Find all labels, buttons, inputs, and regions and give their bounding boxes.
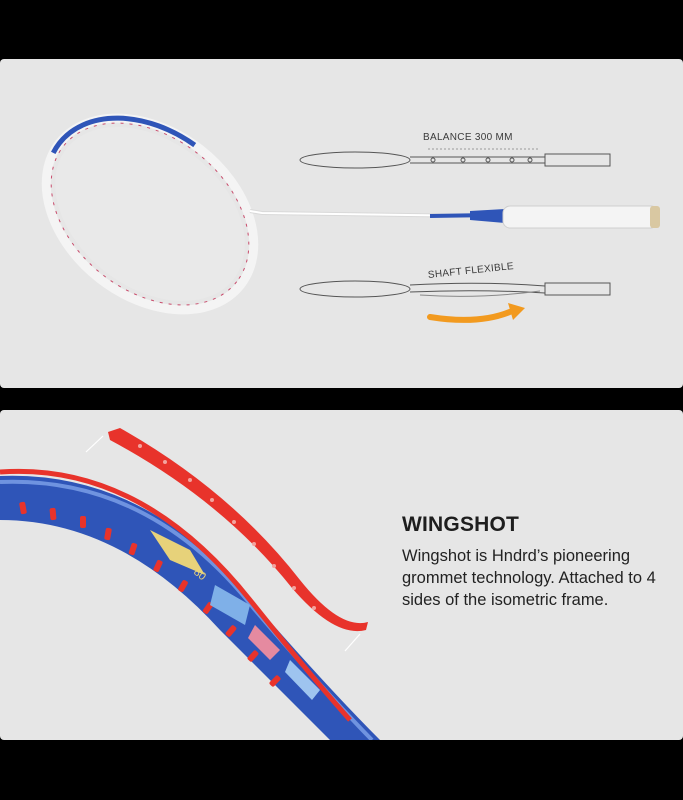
feature-title: WINGSHOT (402, 513, 520, 536)
wingshot-frame-image: 80 (0, 428, 380, 740)
balance-diagram-icon (299, 148, 611, 169)
feature-description: Wingshot is Hndrd’s pioneering grommet t… (402, 547, 656, 609)
balance-label: BALANCE 300 MM (423, 132, 513, 143)
grommet-strip (108, 428, 368, 632)
product-panel-balance: BALANCE 300 MM SHAFT FLEXIBLE (0, 59, 683, 388)
shaft-flex-diagram-icon (299, 280, 611, 298)
product-panel-wingshot: 80 WINGSHOT Wingshot is Hndrd’s pioneeri… (0, 410, 683, 740)
flex-arrow-icon (427, 303, 525, 323)
racket-image (41, 113, 660, 323)
feature-text: WINGSHOT Wingshot is Hndrd’s pioneering … (402, 513, 672, 611)
